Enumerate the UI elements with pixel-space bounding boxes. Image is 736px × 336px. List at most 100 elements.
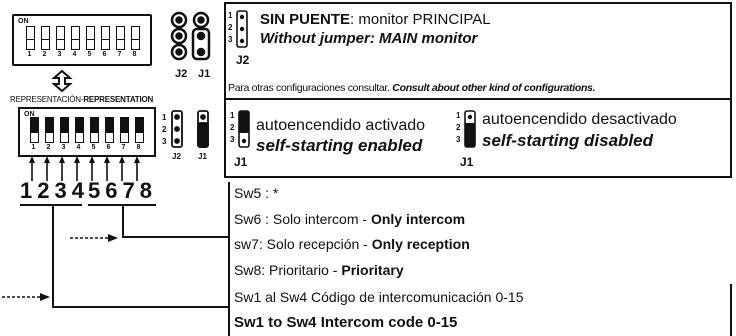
info-consult-es: Para otras configuraciones consultar. bbox=[228, 82, 390, 94]
sw6-line: Sw6 : Solo intercom - Only intercom bbox=[234, 212, 465, 226]
up-arrow-6-icon bbox=[104, 156, 110, 181]
jumper-j1-top-label: J1 bbox=[198, 68, 211, 80]
dip-bottom-switch-1 bbox=[30, 117, 39, 143]
dip-top-switch-knob bbox=[117, 27, 124, 40]
dip-top-switch-knob bbox=[87, 27, 94, 40]
dip-bottom-switch-knob bbox=[61, 118, 68, 133]
jumper-j1-top-icon bbox=[191, 11, 211, 61]
dashed-arrow-2-icon bbox=[2, 293, 50, 301]
ss-j1-right-label: J1 bbox=[460, 155, 474, 169]
info-pin-3: 3 bbox=[228, 35, 233, 44]
sw1-4-en: Sw1 to Sw4 Intercom code 0-15 bbox=[234, 314, 458, 331]
up-arrow-1-icon bbox=[29, 156, 35, 181]
info-consult: Para otras configuraciones consultar. Co… bbox=[228, 82, 596, 94]
info-consult-en: Consult about other kind of configuratio… bbox=[392, 82, 596, 94]
dip-bottom-switch-number: 3 bbox=[61, 144, 66, 151]
connector-5-8-horizontal bbox=[122, 236, 230, 238]
representation-label: REPRESENTACIÓN-REPRESENTATION bbox=[10, 96, 153, 104]
up-arrow-8-icon bbox=[134, 156, 140, 181]
dashed-arrow-1-icon bbox=[70, 234, 118, 242]
ss-right-pin-2: 2 bbox=[456, 123, 461, 132]
ss-disabled-es: autoencendido desactivado bbox=[482, 111, 677, 128]
dip-bottom-switch-knob bbox=[46, 118, 53, 133]
dip-bottom-switch-2 bbox=[45, 117, 54, 143]
info-title-bold: SIN PUENTE bbox=[260, 11, 351, 28]
dip-bottom-switch-number: 2 bbox=[46, 144, 51, 151]
dip-bottom-switch-knob bbox=[136, 118, 143, 133]
dip-top-switch-2 bbox=[41, 26, 50, 50]
jumper-disabled-icon bbox=[464, 110, 476, 148]
dip-top-switch-8 bbox=[131, 26, 140, 50]
jumper-j1-bottom-label: J1 bbox=[198, 152, 207, 161]
dip-top-switch-4 bbox=[71, 26, 80, 50]
dip-top-switch-6 bbox=[101, 26, 110, 50]
dip-top-switch-7 bbox=[116, 26, 125, 50]
jumper-no-bridge-icon bbox=[236, 10, 248, 48]
ss-right-pin-1: 1 bbox=[456, 111, 461, 120]
jumper-j1-bottom-icon bbox=[197, 110, 209, 148]
dip-top-on-label: ON bbox=[18, 18, 29, 25]
dip-bottom-switch-6 bbox=[105, 117, 114, 143]
list-left-border bbox=[228, 182, 230, 284]
jumper-block-bottom bbox=[171, 110, 209, 148]
ss-j1-left-label: J1 bbox=[234, 155, 248, 169]
dip-bottom-switch-5 bbox=[90, 117, 99, 143]
info-english: Without jumper: MAIN monitor bbox=[260, 30, 478, 47]
dip-bottom-switch-number: 4 bbox=[76, 144, 81, 151]
ss-left-pin-3: 3 bbox=[230, 135, 235, 144]
dip-top-switch-number: 5 bbox=[87, 51, 92, 58]
underline-5-8 bbox=[88, 204, 156, 206]
dip-top-switch-knob bbox=[72, 27, 79, 40]
ss-enabled-es: autoencendido activado bbox=[256, 117, 426, 134]
jumper-j2-bottom-icon bbox=[171, 110, 183, 148]
dip-bottom-on-label: ON bbox=[24, 111, 35, 118]
sw7-en: Only reception bbox=[371, 236, 470, 252]
dip-bottom-switch-knob bbox=[31, 118, 38, 133]
up-arrow-4-icon bbox=[74, 156, 80, 181]
dip-top-switch-1 bbox=[26, 26, 35, 50]
jumper-enabled-icon bbox=[238, 110, 250, 148]
bottom-jumper-pin-3: 3 bbox=[162, 137, 167, 146]
dip-top-switch-knob bbox=[42, 27, 49, 40]
up-arrow-3-icon bbox=[59, 156, 65, 181]
sw7-es: sw7: Solo recepción - bbox=[234, 236, 372, 252]
dip-top-switch-knob bbox=[102, 27, 109, 40]
dip-bottom-switch-number: 7 bbox=[121, 144, 126, 151]
sw1-4-es: Sw1 al Sw4 Código de intercomunicación 0… bbox=[234, 289, 524, 305]
sw6-es: Sw6 : Solo intercom - bbox=[234, 211, 371, 227]
big-numbers-1-4: 1234 bbox=[20, 178, 89, 203]
info-pin-2: 2 bbox=[228, 23, 233, 32]
dip-bottom-switch-knob bbox=[106, 118, 113, 133]
up-arrow-7-icon bbox=[119, 156, 125, 181]
up-arrow-2-icon bbox=[44, 156, 50, 181]
sw5-line: Sw5 : * bbox=[234, 185, 279, 201]
sw6-en: Only intercom bbox=[370, 211, 466, 227]
dip-bottom-switch-3 bbox=[60, 117, 69, 143]
dip-top-switch-number: 7 bbox=[117, 51, 122, 58]
sw8-es: Sw8: Prioritario - bbox=[234, 262, 342, 278]
dip-bottom-switch-knob bbox=[121, 118, 128, 133]
dip-bottom-switch-knob bbox=[76, 118, 83, 133]
dip-bottom-switch-7 bbox=[120, 117, 129, 143]
self-start-box: 1 2 3 autoencendido activado self-starti… bbox=[224, 98, 732, 178]
ss-left-pin-1: 1 bbox=[230, 111, 235, 120]
jumper-j2-bottom-label: J2 bbox=[172, 152, 181, 161]
info-title-rest: : monitor PRINCIPAL bbox=[350, 11, 491, 28]
dip-top-switch-knob bbox=[132, 27, 139, 40]
big-numbers-5-8: 5678 bbox=[88, 178, 157, 203]
jumper-block-top bbox=[170, 11, 211, 61]
ss-disabled-en: self-starting disabled bbox=[482, 131, 653, 150]
intercom-code-box: Sw1 al Sw4 Código de intercomunicación 0… bbox=[228, 284, 732, 336]
jumper-j2-top-icon bbox=[170, 11, 188, 61]
ss-right-pin-3: 3 bbox=[456, 135, 461, 144]
dip-top-switch-number: 2 bbox=[42, 51, 47, 58]
info-title: SIN PUENTE: monitor PRINCIPAL bbox=[260, 12, 491, 27]
dip-top-switch-number: 3 bbox=[57, 51, 62, 58]
underline-1-4 bbox=[20, 204, 82, 206]
bottom-jumper-pin-2: 2 bbox=[162, 125, 167, 134]
sw8-line: Sw8: Prioritario - Prioritary bbox=[234, 263, 404, 277]
ss-left-pin-2: 2 bbox=[230, 123, 235, 132]
